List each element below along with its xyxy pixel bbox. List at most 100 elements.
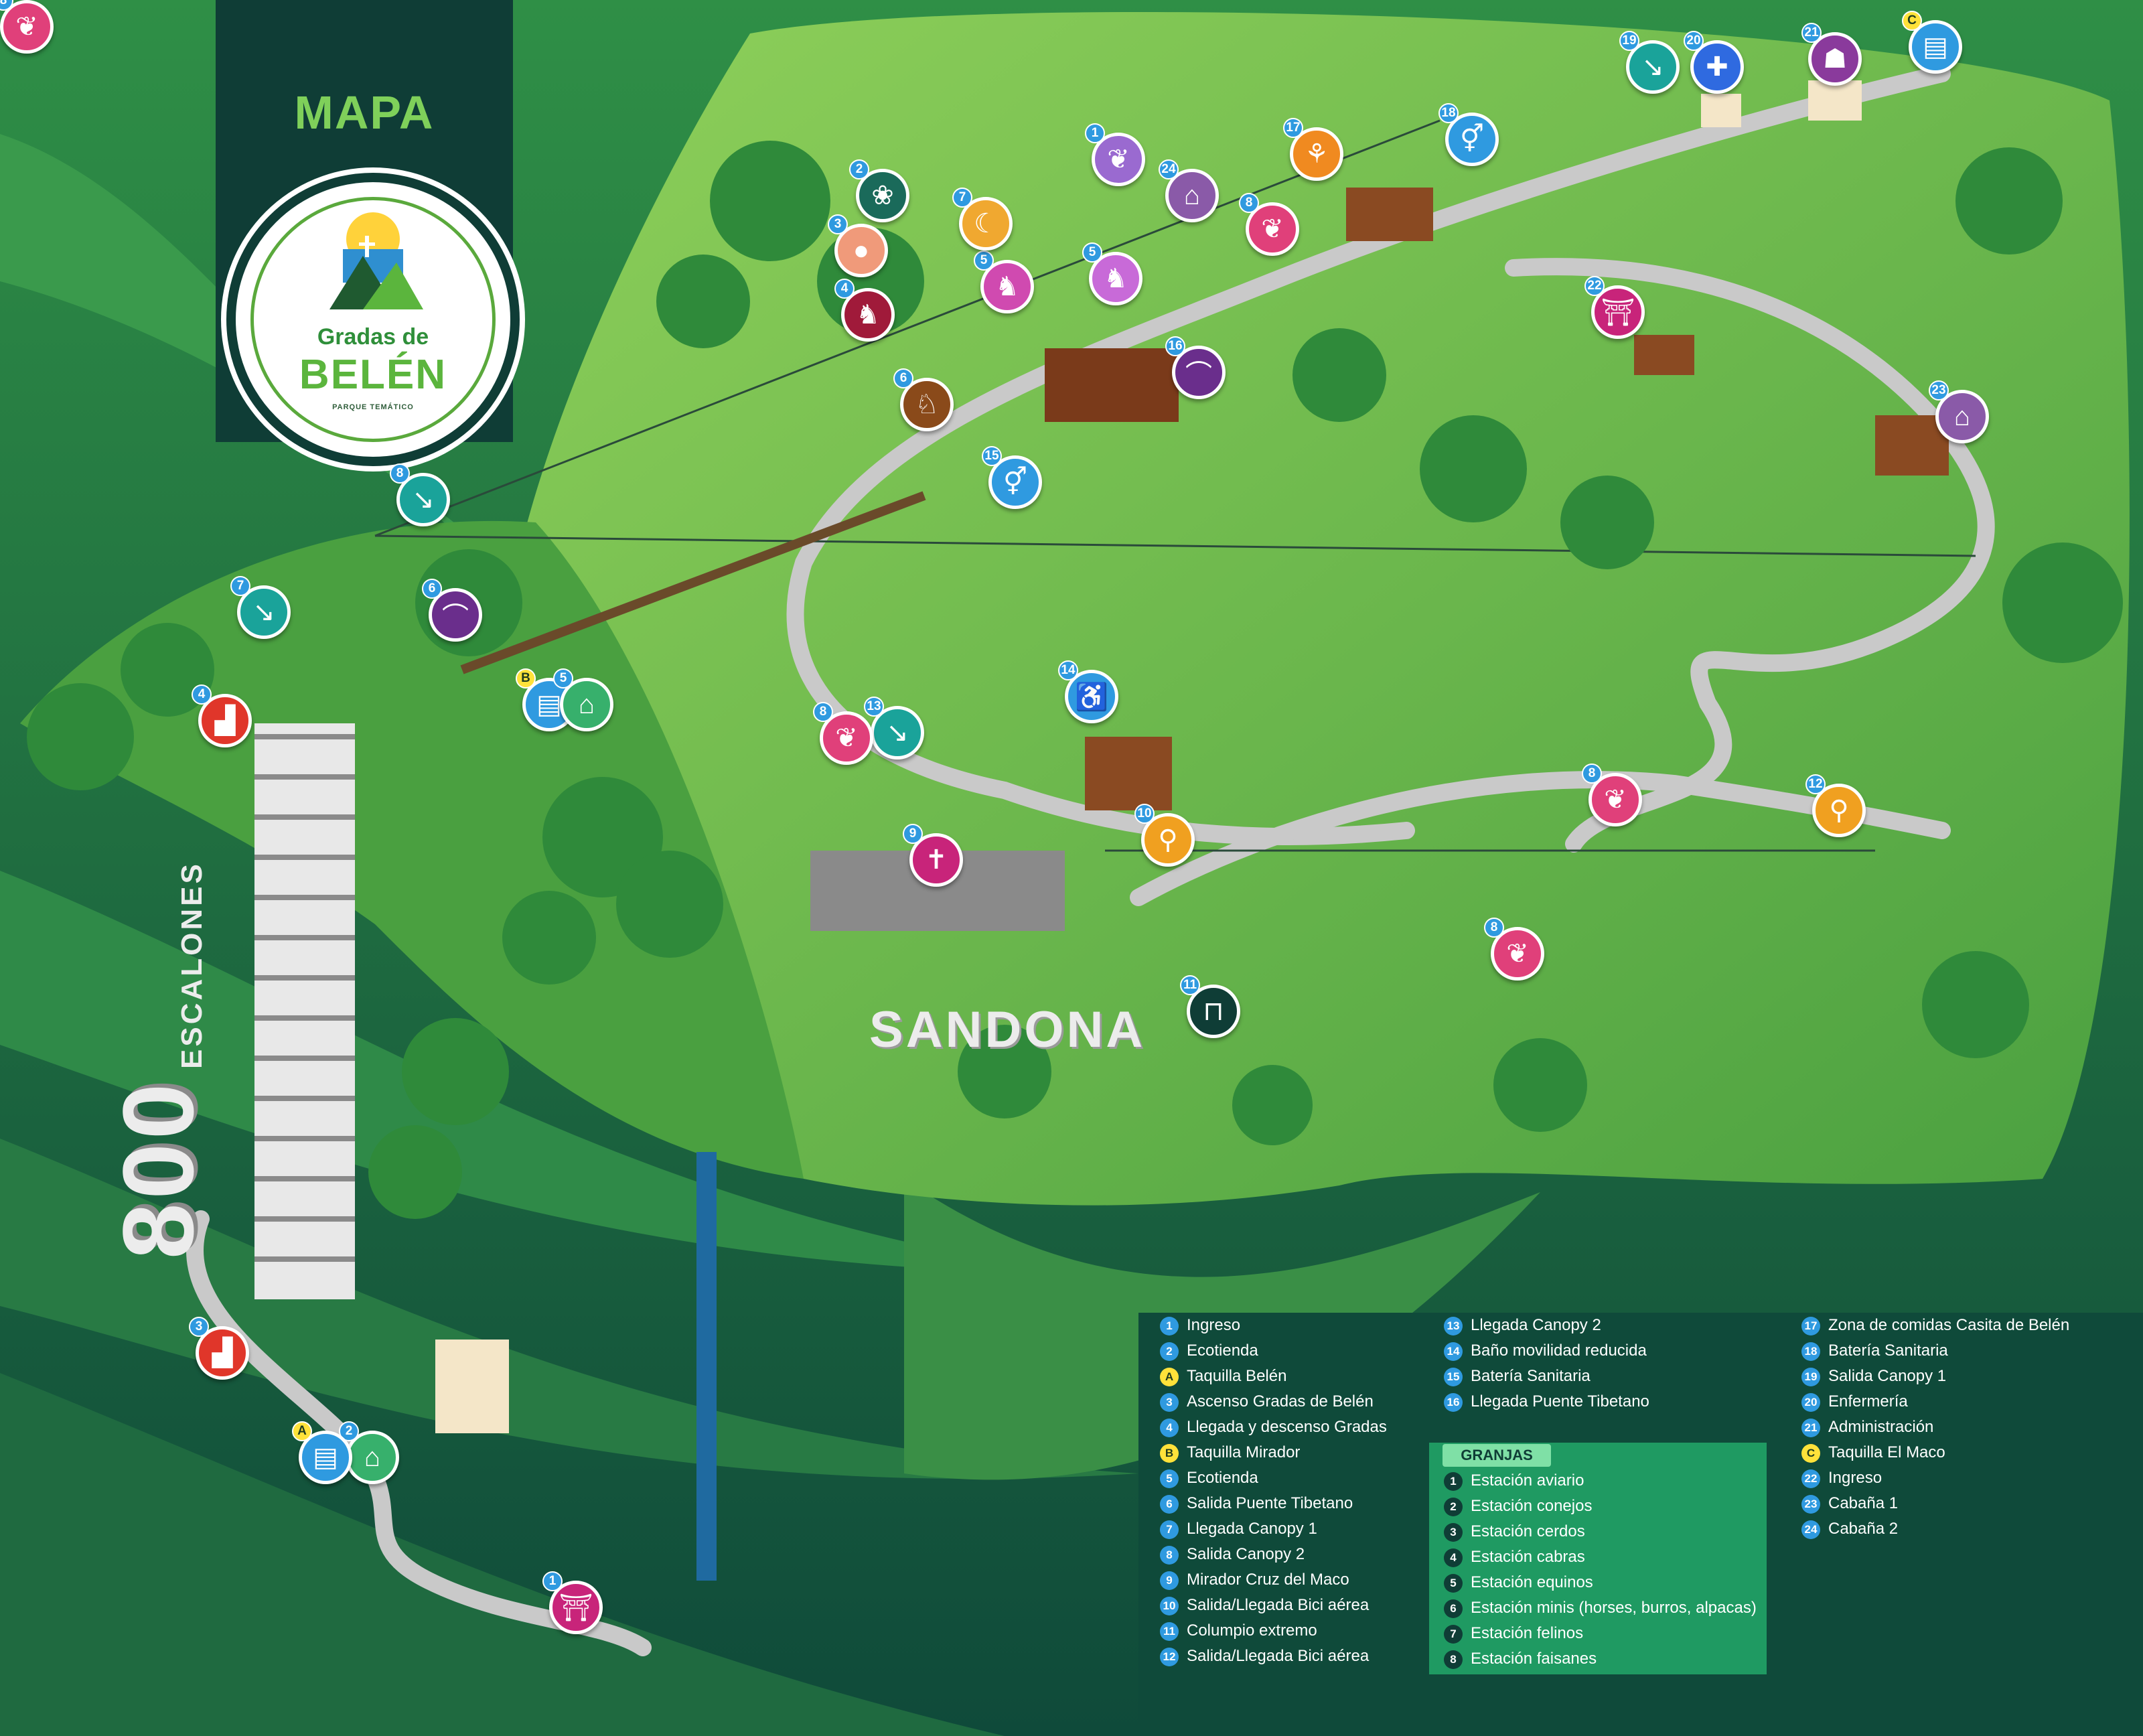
- legend-label: Estación minis (horses, burros, alpacas): [1471, 1599, 1757, 1617]
- legend-badge: 6: [1444, 1599, 1463, 1618]
- poi-number: 8: [1582, 764, 1602, 784]
- legend-label: Baño movilidad reducida: [1471, 1342, 1647, 1360]
- legend-label: Administración: [1828, 1418, 1934, 1436]
- legend-label: Columpio extremo: [1187, 1621, 1317, 1640]
- legend-badge: 2: [1444, 1497, 1463, 1516]
- poi-number: 24: [1159, 159, 1179, 179]
- poi-number: 3: [828, 214, 848, 234]
- poi-number: 14: [1058, 660, 1078, 680]
- poi-number: 4: [834, 279, 855, 299]
- tree-clusters: [27, 141, 2123, 1219]
- legend-label: Salida Canopy 1: [1828, 1367, 1947, 1385]
- poi-number: 15: [982, 446, 1002, 466]
- poi-number: 22: [1584, 276, 1605, 296]
- zipline-icon: ↘: [396, 473, 450, 526]
- legend-item: 13 Llegada Canopy 2: [1444, 1313, 1649, 1338]
- poi-number: 2: [339, 1421, 359, 1441]
- bridge-icon: ⌒: [429, 588, 482, 642]
- legend-badge: 13: [1444, 1316, 1463, 1335]
- legend-badge: C: [1801, 1443, 1820, 1463]
- poi-number: 11: [1180, 975, 1200, 995]
- legend-badge: 21: [1801, 1418, 1820, 1437]
- left-forest-ridge: [20, 520, 804, 1179]
- poi-number: 18: [1438, 103, 1459, 123]
- poi-number: 8: [1239, 193, 1259, 213]
- legend-badge: 16: [1444, 1392, 1463, 1412]
- poi-number: 10: [1134, 804, 1155, 824]
- legend-label: Salida Puente Tibetano: [1187, 1494, 1353, 1512]
- logo-line3: PARQUE TEMÁTICO: [332, 403, 414, 411]
- granjas-panel: [1429, 1443, 1767, 1674]
- legend-badge: 8: [1444, 1650, 1463, 1669]
- poi-number: 5: [1082, 242, 1102, 263]
- poi-number: 2: [849, 159, 869, 179]
- legend-badge: 1: [1444, 1471, 1463, 1491]
- poi-number: 6: [422, 579, 442, 599]
- legend-label: Taquilla El Maco: [1828, 1443, 1945, 1461]
- poi-number: 1: [542, 1571, 563, 1591]
- legend-label: Cabaña 1: [1828, 1494, 1899, 1512]
- legend-badge: 1: [1160, 1316, 1179, 1335]
- legend-label: Ecotienda: [1187, 1342, 1258, 1360]
- legend-badge: 15: [1444, 1367, 1463, 1386]
- legend-badge: 23: [1801, 1494, 1820, 1514]
- legend-badge: 4: [1444, 1548, 1463, 1567]
- poi-number: 8: [1484, 918, 1504, 938]
- legend-badge: 20: [1801, 1392, 1820, 1412]
- poi-number: 6: [893, 368, 913, 388]
- buildings: [435, 80, 1949, 1433]
- legend-label: Ecotienda: [1187, 1469, 1258, 1487]
- zipline-icon: ↘: [237, 585, 291, 639]
- legend-item: 5 Estación equinos: [1444, 1570, 1757, 1595]
- cable-lines: [374, 119, 1976, 852]
- legend-label: Llegada y descenso Gradas: [1187, 1418, 1387, 1436]
- bird-icon: ❦: [1092, 133, 1145, 186]
- legend-label: Estación equinos: [1471, 1573, 1593, 1591]
- legend-badge: 5: [1160, 1469, 1179, 1488]
- legend-badge: A: [1160, 1367, 1179, 1386]
- poi-number: 16: [1165, 336, 1185, 356]
- steps-word: ESCALONES: [175, 861, 208, 1069]
- logo-ring: [250, 197, 496, 442]
- poi-number: 20: [1684, 31, 1704, 51]
- poi-number: 9: [903, 824, 923, 844]
- legend-label: Llegada Canopy 2: [1471, 1316, 1601, 1334]
- poi-number: 19: [1619, 31, 1639, 51]
- legend-label: Estación faisanes: [1471, 1650, 1597, 1668]
- legend-label: Zona de comidas Casita de Belén: [1828, 1316, 2070, 1334]
- poi-number: 17: [1283, 118, 1303, 138]
- park-logo: Gradas de BELÉN PARQUE TEMÁTICO: [226, 173, 520, 466]
- legend-badge: 3: [1160, 1392, 1179, 1412]
- pheasant-icon: ❦: [1491, 927, 1544, 981]
- legend-badge: 9: [1160, 1571, 1179, 1590]
- poi-number: 3: [189, 1317, 209, 1337]
- poi-number: 1: [1085, 123, 1105, 143]
- legend-label: Salida/Llegada Bici aérea: [1187, 1647, 1370, 1665]
- legend-badge: 2: [1160, 1342, 1179, 1361]
- legend-label: Ascenso Gradas de Belén: [1187, 1392, 1374, 1410]
- entrance-gate-icon: ⛩: [549, 1581, 603, 1634]
- legend-badge: 22: [1801, 1469, 1820, 1488]
- poi-number: C: [1902, 11, 1922, 31]
- zipline-icon: ↘: [1626, 40, 1680, 94]
- legend-label: Ingreso: [1828, 1469, 1882, 1487]
- mountain-logo-icon: [329, 212, 423, 309]
- poi-number: 21: [1801, 23, 1822, 43]
- tibetan-bridge: [460, 491, 926, 674]
- granjas-title: GRANJAS: [1443, 1444, 1551, 1467]
- legend-badge: 5: [1444, 1573, 1463, 1593]
